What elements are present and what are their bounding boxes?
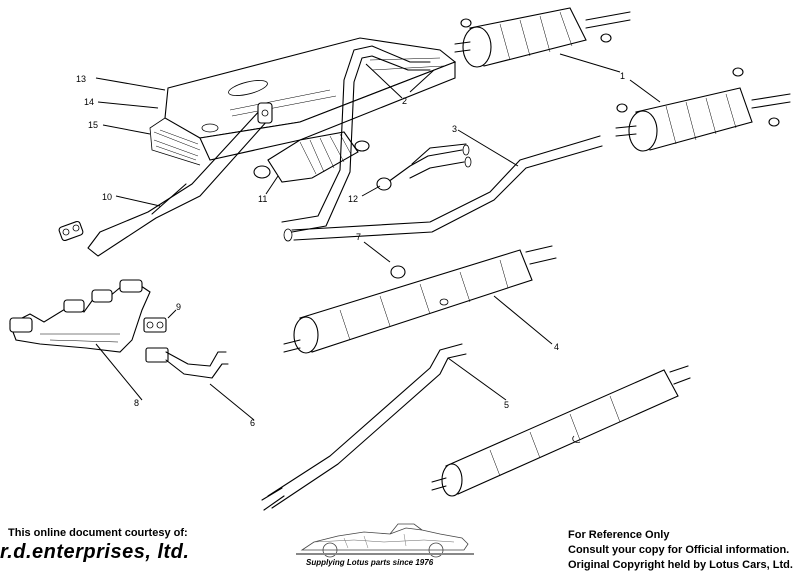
callout-8: 8 xyxy=(134,398,139,408)
callout-15: 15 xyxy=(88,120,98,130)
courtesy-text: This online document courtesy of: xyxy=(8,527,188,539)
manifold-gasket xyxy=(143,317,167,333)
callout-12: 12 xyxy=(348,194,358,204)
company-name: r.d.enterprises, ltd. xyxy=(0,541,190,563)
callout-5: 5 xyxy=(504,400,509,410)
exhaust-manifold xyxy=(9,279,151,353)
tagline-text: Supplying Lotus parts since 1976 xyxy=(306,558,434,567)
callout-9: 9 xyxy=(176,302,181,312)
callout-14: 14 xyxy=(84,97,94,107)
reference-note-1: For Reference Only xyxy=(568,529,670,541)
twin-downpipe xyxy=(145,347,229,379)
clamp-ring xyxy=(390,265,406,279)
rear-pipe-3 xyxy=(283,135,603,242)
leader-lines xyxy=(95,53,661,421)
reference-note-3: Original Copyright held by Lotus Cars, L… xyxy=(568,559,793,571)
callout-6: 6 xyxy=(250,418,255,428)
rear-silencer-upper xyxy=(454,7,631,68)
callout-11: 11 xyxy=(258,194,267,204)
callout-4: 4 xyxy=(554,342,559,352)
catalytic-converter xyxy=(253,131,370,183)
reference-notes: For Reference Only Consult your copy for… xyxy=(568,528,793,573)
rear-pipe-2 xyxy=(281,45,431,233)
reference-note-2: Consult your copy for Official informati… xyxy=(568,544,790,556)
callout-10: 10 xyxy=(102,192,112,202)
callout-2: 2 xyxy=(402,96,407,106)
tail-pipe xyxy=(261,343,467,511)
front-pipe xyxy=(58,102,273,257)
heat-shield-panel xyxy=(149,37,457,166)
centre-silencer xyxy=(283,245,557,354)
long-silencer xyxy=(431,365,691,497)
callout-3: 3 xyxy=(452,124,457,134)
lotus-car-logo xyxy=(296,523,474,558)
callouts: 1 2 3 4 5 6 7 8 9 10 11 12 13 14 15 xyxy=(76,71,625,428)
callout-7: 7 xyxy=(356,232,361,242)
callout-1: 1 xyxy=(620,71,625,81)
y-pipe xyxy=(376,143,472,191)
rear-silencer-lower xyxy=(615,67,791,152)
callout-13: 13 xyxy=(76,74,86,84)
